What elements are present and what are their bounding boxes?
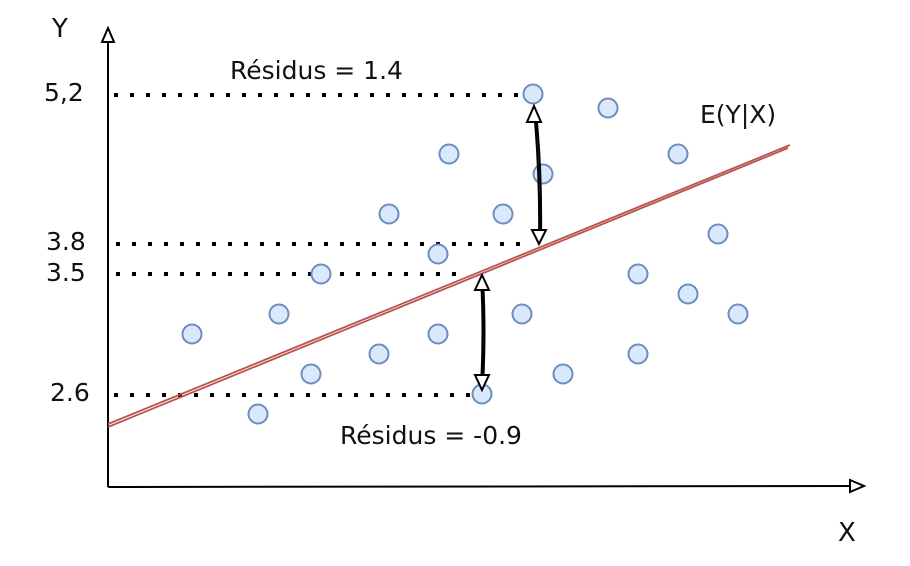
arrow-head-icon xyxy=(473,374,491,393)
data-point xyxy=(522,83,544,105)
y-tick-5-2: 5,2 xyxy=(44,78,84,107)
data-point xyxy=(438,143,460,165)
data-point xyxy=(677,283,699,305)
residual-bottom-label: Résidus = -0.9 xyxy=(340,421,522,450)
data-points xyxy=(181,83,749,425)
data-point xyxy=(707,223,729,245)
data-point xyxy=(552,363,574,385)
data-point xyxy=(727,303,749,325)
data-point xyxy=(181,323,203,345)
data-point xyxy=(310,263,332,285)
arrow-head-icon xyxy=(530,229,548,247)
data-point xyxy=(427,323,449,345)
residual-arrow-bottom xyxy=(480,277,486,389)
regression-stroke xyxy=(107,147,789,428)
data-point xyxy=(368,343,390,365)
data-point xyxy=(532,163,554,185)
y-tick-3-5: 3.5 xyxy=(46,258,86,287)
data-point xyxy=(268,303,290,325)
data-point xyxy=(247,403,269,425)
residual-arrow-top xyxy=(533,109,543,241)
arrow-head-icon xyxy=(525,103,543,123)
regression-line xyxy=(107,144,791,428)
data-point xyxy=(427,243,449,265)
y-tick-3-8: 3.8 xyxy=(46,227,86,256)
guide-lines xyxy=(114,93,524,397)
x-axis-label: X xyxy=(838,518,856,548)
data-point xyxy=(492,203,514,225)
regression-stroke xyxy=(107,144,791,425)
data-point xyxy=(300,363,322,385)
regression-label: E(Y|X) xyxy=(700,100,777,129)
data-point xyxy=(511,303,533,325)
data-point xyxy=(597,97,619,119)
residual-arrows xyxy=(473,103,548,393)
x-axis-arrow-icon xyxy=(849,478,867,494)
data-point xyxy=(378,203,400,225)
y-tick-2-6: 2.6 xyxy=(50,378,90,407)
x-axis xyxy=(107,485,863,488)
residual-top-label: Résidus = 1.4 xyxy=(230,56,403,85)
axes xyxy=(100,25,867,494)
arrow-head-icon xyxy=(473,272,491,291)
data-point xyxy=(627,263,649,285)
y-axis-arrow-icon xyxy=(100,25,116,43)
y-axis-label: Y xyxy=(52,14,68,44)
data-point xyxy=(667,143,689,165)
data-point xyxy=(627,343,649,365)
